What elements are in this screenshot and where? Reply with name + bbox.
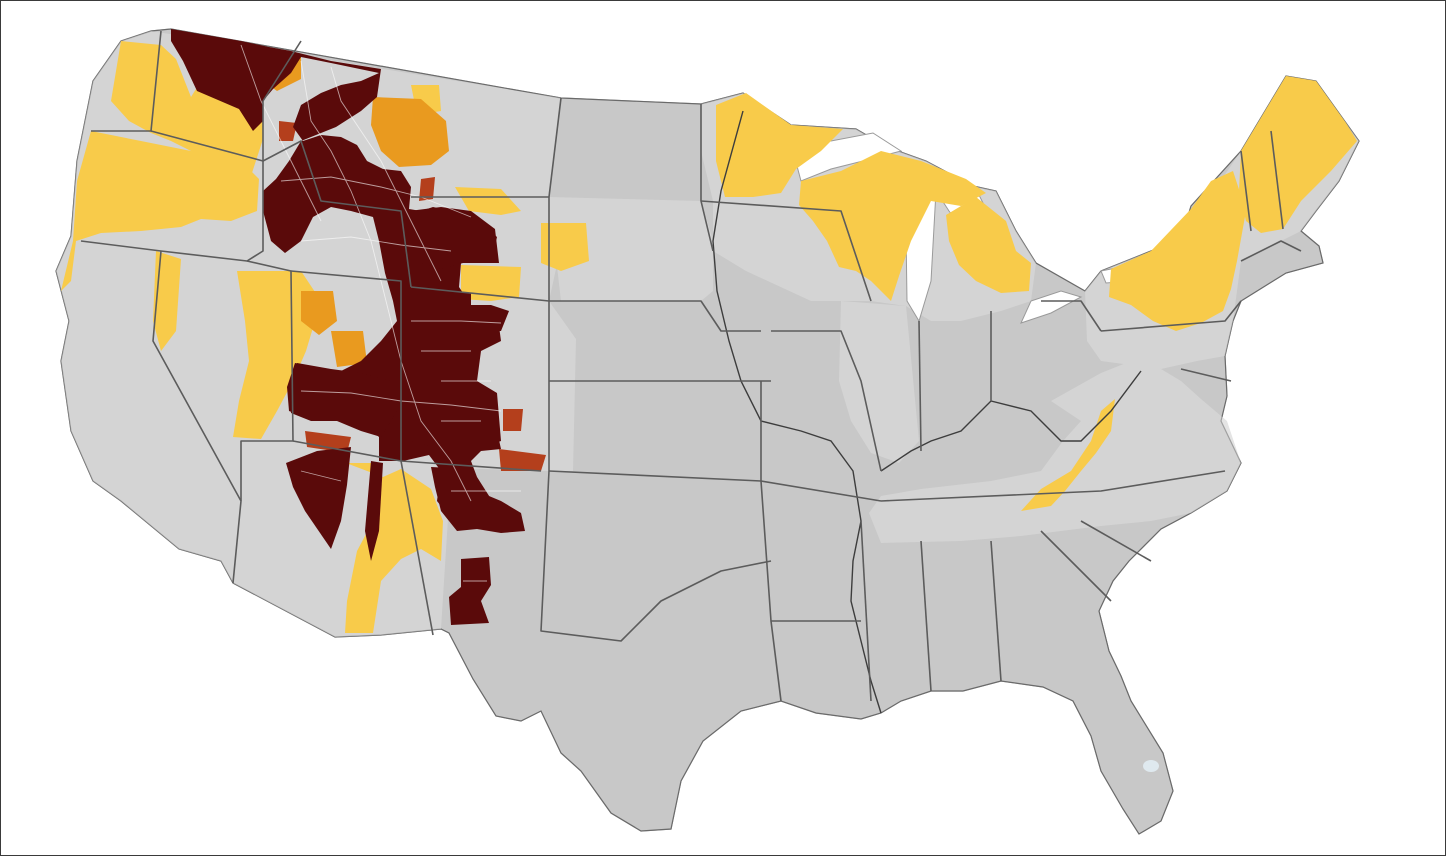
- region-wyoming: [409, 207, 499, 269]
- region-central-montana: [371, 97, 449, 167]
- region-arizona: [345, 463, 443, 633]
- region-nevada-east: [153, 251, 181, 351]
- region-utah-east: [289, 363, 397, 437]
- region-colorado-east: [503, 409, 523, 431]
- region-nebraska-west: [541, 223, 589, 271]
- region-montana-southeast: [455, 187, 521, 215]
- region-utah-west: [233, 271, 321, 439]
- region-new-mexico-north: [431, 467, 525, 533]
- region-appalachia: [1021, 399, 1115, 511]
- region-michigan: [946, 197, 1031, 293]
- region-northern-minnesota: [716, 93, 843, 197]
- region-eastern-plains: [461, 265, 521, 301]
- class-lowest-regions: [61, 41, 1357, 633]
- region-colorado: [397, 291, 501, 451]
- region-southeast-colorado: [499, 449, 546, 471]
- class-high-regions: [245, 59, 546, 471]
- region-wyoming-north: [419, 177, 435, 201]
- region-utah-south: [305, 431, 351, 453]
- lake-okeechobee: [1143, 760, 1159, 772]
- region-oregon: [61, 131, 259, 291]
- region-wisconsin: [799, 151, 986, 301]
- region-new-york: [1109, 171, 1246, 331]
- region-arizona-nm-border: [365, 461, 383, 561]
- region-utah-central: [331, 331, 367, 367]
- class-highest-regions: [171, 29, 525, 625]
- region-new-england: [1239, 76, 1357, 233]
- region-idaho-wyoming-border: [279, 121, 297, 141]
- region-southern-idaho: [301, 291, 337, 335]
- region-southern-nevada: [286, 447, 351, 549]
- state-borders: [80, 30, 1302, 702]
- region-southern-new-mexico: [449, 557, 491, 625]
